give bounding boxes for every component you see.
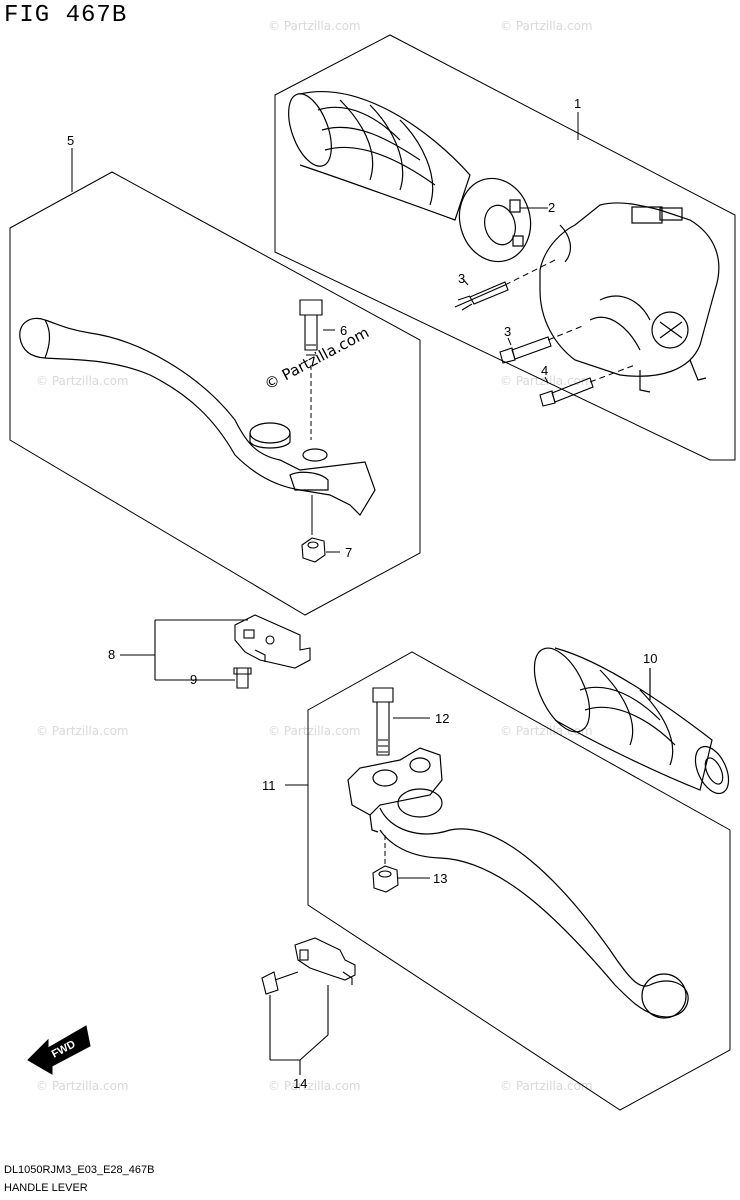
watermark: © Partzilla.com: [500, 374, 593, 388]
callout-label: 2: [548, 200, 555, 215]
assembly-outline: [9, 171, 421, 616]
watermark: © Partzilla.com: [500, 19, 593, 33]
screw: [499, 336, 552, 364]
fwd-arrow-icon: FWD: [27, 1025, 91, 1075]
callout-label: 1: [574, 96, 581, 111]
callout-label: 9: [190, 672, 197, 687]
watermark: © Partzilla.com: [268, 19, 361, 33]
figure-title: FIG 467B: [4, 2, 128, 29]
clutch-lever: [347, 747, 689, 1019]
callout-label: 10: [643, 651, 657, 666]
clutch-pivot-bolt: [372, 687, 394, 756]
throttle-housing: [539, 202, 720, 393]
clutch-switch: [261, 937, 356, 1075]
diagram-caption: HANDLE LEVER: [4, 1182, 88, 1194]
watermark: © Partzilla.com: [500, 1079, 593, 1093]
brake-lever: [19, 317, 376, 516]
callout-label: 11: [262, 778, 276, 793]
pivot-bolt: [299, 299, 323, 356]
clutch-lever-box: [285, 651, 731, 1111]
watermarks: © Partzilla.com © Partzilla.com © Partzi…: [36, 19, 593, 1093]
callout-label: 12: [435, 711, 449, 726]
callout-label: 4: [541, 363, 548, 378]
callout-label: 3: [504, 324, 511, 339]
left-grip: [533, 647, 730, 795]
watermark: © Partzilla.com: [36, 374, 129, 388]
screw: [454, 281, 509, 311]
callout-label: 14: [293, 1076, 307, 1091]
brake-lever-box: [9, 148, 421, 616]
callout-label: 3: [458, 271, 465, 286]
watermark: © Partzilla.com: [36, 724, 129, 738]
callout-label: 13: [433, 871, 447, 886]
callout-label: 6: [340, 323, 347, 338]
grip-flange: [458, 177, 532, 263]
watermark: © Partzilla.com: [36, 1079, 129, 1093]
watermark: © Partzilla.com: [268, 724, 361, 738]
assembly-outline: [274, 34, 736, 461]
callout-label: 7: [345, 545, 352, 560]
assembly-outline: [307, 651, 731, 1111]
diagram-code: DL1050RJM3_E03_E28_467B: [4, 1164, 155, 1176]
callout-label: 5: [67, 133, 74, 148]
brake-switch: [120, 614, 311, 689]
screw: [539, 377, 594, 407]
pivot-nut: [301, 537, 326, 563]
grip-assembly-box: [274, 34, 736, 461]
watermark: © Partzilla.com: [268, 1079, 361, 1093]
throttle-grip: [288, 91, 471, 221]
clutch-pivot-nut: [372, 865, 399, 893]
callout-label: 8: [108, 647, 115, 662]
